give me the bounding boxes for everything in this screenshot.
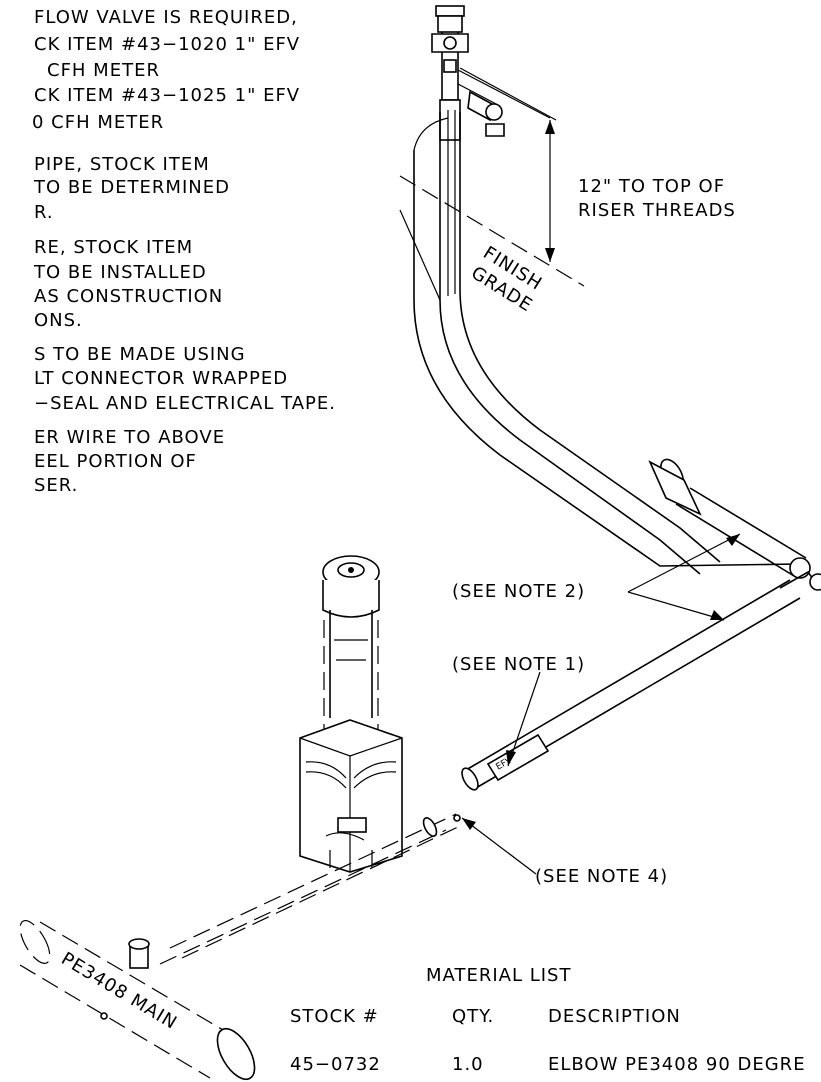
note-line: S TO BE MADE USING xyxy=(34,344,246,365)
see-note-1-label: (SEE NOTE 1) xyxy=(452,654,585,675)
note-line: SER. xyxy=(34,475,78,496)
see-note-2-label: (SEE NOTE 2) xyxy=(452,581,585,602)
note-line: PIPE, STOCK ITEM xyxy=(34,154,210,175)
note-line: EEL PORTION OF xyxy=(34,451,197,472)
material-header-description: DESCRIPTION xyxy=(548,1006,681,1027)
note-line: 0 CFH METER xyxy=(32,112,164,133)
note-line: ONS. xyxy=(34,310,83,331)
note-line: AS CONSTRUCTION xyxy=(34,286,223,307)
note-line: −SEAL AND ELECTRICAL TAPE. xyxy=(34,393,336,414)
finish-grade-line xyxy=(399,175,585,287)
note-line: R. xyxy=(34,202,54,223)
note-line: CK ITEM #43−1025 1" EFV xyxy=(34,85,300,106)
note-line: RE, STOCK ITEM xyxy=(34,237,193,258)
riser-height-dimension xyxy=(459,67,557,262)
riser-height-label-1: 12" TO TOP OF xyxy=(578,176,725,197)
material-cell-qty: 1.0 xyxy=(452,1054,484,1075)
gas-main xyxy=(19,920,256,1081)
material-list-title: MATERIAL LIST xyxy=(426,965,571,986)
casing-sleeve xyxy=(648,458,821,591)
leader-lines xyxy=(461,533,741,875)
service-line-dashed xyxy=(159,813,461,965)
material-cell-description: ELBOW PE3408 90 DEGRE xyxy=(548,1054,806,1075)
main-label: PE3408 MAIN xyxy=(57,948,180,1034)
note-line: TO BE INSTALLED xyxy=(33,262,207,283)
service-pipe-diagonal xyxy=(461,579,801,791)
note-line: TO BE DETERMINED xyxy=(33,177,230,198)
note-line: LT CONNECTOR WRAPPED xyxy=(34,368,288,389)
riser-height-label-2: RISER THREADS xyxy=(578,200,736,221)
material-header-stock: STOCK # xyxy=(290,1006,379,1027)
installation-notes: FLOW VALVE IS REQUIRED, CK ITEM #43−1020… xyxy=(32,7,336,496)
note-line: CK ITEM #43−1020 1" EFV xyxy=(34,34,300,55)
riser-valve-assembly xyxy=(431,5,551,137)
curb-valve-box xyxy=(299,555,403,873)
material-list: MATERIAL LIST STOCK # QTY. DESCRIPTION 4… xyxy=(290,965,806,1075)
note-line: CFH METER xyxy=(47,60,160,81)
riser-pipe xyxy=(399,99,799,575)
material-header-qty: QTY. xyxy=(452,1006,494,1027)
note-line: ER WIRE TO ABOVE xyxy=(34,427,225,448)
see-note-4-label: (SEE NOTE 4) xyxy=(535,866,668,887)
note-line: FLOW VALVE IS REQUIRED, xyxy=(34,7,298,28)
material-cell-stock: 45−0732 xyxy=(290,1054,381,1075)
